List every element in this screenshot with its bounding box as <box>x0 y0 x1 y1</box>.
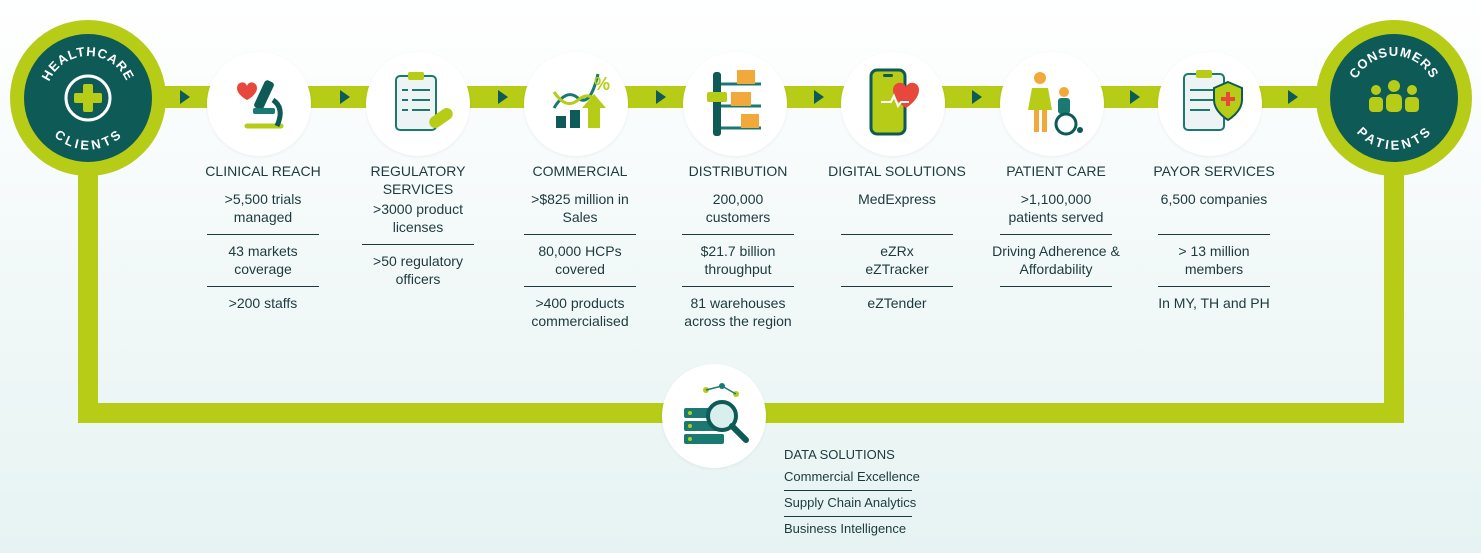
stat: In MY, TH and PH <box>1158 295 1270 311</box>
divider <box>207 234 319 235</box>
stat: 43 markets coverage <box>228 243 298 277</box>
column-regulatory-services: REGULATORY SERVICES >3000 product licens… <box>343 162 493 288</box>
microscope-heart-icon <box>237 80 284 129</box>
list-item: Supply Chain Analytics <box>784 495 917 510</box>
stat: >$825 million in Sales <box>531 191 629 225</box>
data-solutions-title: DATA SOLUTIONS <box>784 447 895 462</box>
divider <box>784 516 912 517</box>
flow-arrow-icon <box>498 90 508 104</box>
hub-bottom-label: CLIENTS <box>52 127 123 153</box>
stat: MedExpress <box>858 191 936 207</box>
consumers-patients-hub: CONSUMERS PATIENTS <box>1316 20 1472 176</box>
caregiver-wheelchair-icon <box>1028 72 1083 136</box>
column-title: DISTRIBUTION <box>688 163 788 179</box>
clipboard-shield-icon <box>1183 70 1243 131</box>
hub-bottom-label: PATIENTS <box>1354 124 1433 153</box>
clipboard-pill-icon <box>395 72 453 131</box>
column-title: REGULATORY SERVICES <box>370 163 466 197</box>
divider <box>1158 234 1270 235</box>
step-payor-services-circle <box>1158 52 1262 156</box>
svg-text:CLIENTS: CLIENTS <box>52 127 124 153</box>
step-regulatory-services-circle <box>366 52 470 156</box>
data-solutions-list: DATA SOLUTIONS Commercial Excellence Sup… <box>784 447 920 537</box>
divider <box>207 286 319 287</box>
step-digital-solutions-circle <box>841 52 945 156</box>
stat: >5,500 trials managed <box>224 191 302 225</box>
right-loop-band <box>1384 160 1404 418</box>
step-commercial-circle: % <box>524 52 628 156</box>
svg-text:%: % <box>594 74 610 94</box>
hub-top-label: CONSUMERS <box>1346 44 1441 81</box>
list-item: Commercial Excellence <box>784 469 920 484</box>
column-title: COMMERCIAL <box>532 163 628 179</box>
stat: Driving Adherence & Affordability <box>992 243 1120 277</box>
column-commercial: COMMERCIAL >$825 million in Sales 80,000… <box>505 162 655 330</box>
stat: >3000 product licenses <box>373 201 463 235</box>
left-loop-band <box>78 160 98 418</box>
column-payor-services: PAYOR SERVICES 6,500 companies > 13 mill… <box>1139 162 1289 312</box>
flow-arrow-icon <box>814 90 824 104</box>
step-clinical-reach-circle <box>207 52 311 156</box>
column-title: PAYOR SERVICES <box>1153 163 1275 179</box>
divider <box>1158 286 1270 287</box>
divider <box>784 490 912 491</box>
flow-arrow-icon <box>180 90 190 104</box>
column-title: PATIENT CARE <box>1006 163 1106 179</box>
stat: 6,500 companies <box>1160 191 1268 207</box>
divider <box>362 244 474 245</box>
stat: 200,000 customers <box>705 191 771 225</box>
list-item: Business Intelligence <box>784 521 907 536</box>
server-magnifier-icon <box>684 383 749 444</box>
svg-text:PATIENTS: PATIENTS <box>1354 124 1434 153</box>
divider <box>1000 286 1112 287</box>
flow-arrow-icon <box>972 90 982 104</box>
flow-arrow-icon <box>1288 90 1298 104</box>
stat: eZTender <box>867 295 927 311</box>
svg-text:CONSUMERS: CONSUMERS <box>1346 44 1442 81</box>
data-solutions-circle <box>662 364 766 468</box>
stat: >50 regulatory officers <box>373 253 463 287</box>
column-clinical-reach: CLINICAL REACH >5,500 trials managed 43 … <box>188 162 338 312</box>
flow-arrow-icon <box>1130 90 1140 104</box>
medical-cross-icon <box>64 74 112 122</box>
divider <box>841 234 953 235</box>
column-title: DIGITAL SOLUTIONS <box>828 163 966 179</box>
divider <box>1000 234 1112 235</box>
stat: >1,100,000 patients served <box>1008 191 1104 225</box>
divider <box>524 234 636 235</box>
stat: > 13 million members <box>1178 243 1250 277</box>
divider <box>682 234 794 235</box>
divider <box>524 286 636 287</box>
divider <box>682 286 794 287</box>
stat: 81 warehouses across the region <box>684 295 792 329</box>
stat: >200 staffs <box>228 295 298 311</box>
stat: $21.7 billion throughput <box>700 243 776 277</box>
stat: eZRx eZTracker <box>865 243 929 277</box>
divider <box>841 286 953 287</box>
flow-arrow-icon <box>656 90 666 104</box>
stat: >400 products commercialised <box>531 295 629 329</box>
column-distribution: DISTRIBUTION 200,000 customers $21.7 bil… <box>663 162 813 330</box>
warehouse-boxes-icon <box>707 70 761 136</box>
step-patient-care-circle <box>1000 52 1104 156</box>
column-title: CLINICAL REACH <box>205 163 321 179</box>
healthcare-clients-hub: HEALTHCARE CLIENTS <box>10 20 166 176</box>
people-group-icon <box>1369 80 1419 112</box>
dna-growth-icon: % <box>552 73 610 128</box>
column-patient-care: PATIENT CARE >1,100,000 patients served … <box>981 162 1131 294</box>
phone-heart-icon <box>869 68 919 136</box>
stat: 80,000 HCPs covered <box>538 243 622 277</box>
step-distribution-circle <box>683 52 787 156</box>
column-digital-solutions: DIGITAL SOLUTIONS MedExpress eZRx eZTrac… <box>822 162 972 312</box>
flow-arrow-icon <box>340 90 350 104</box>
